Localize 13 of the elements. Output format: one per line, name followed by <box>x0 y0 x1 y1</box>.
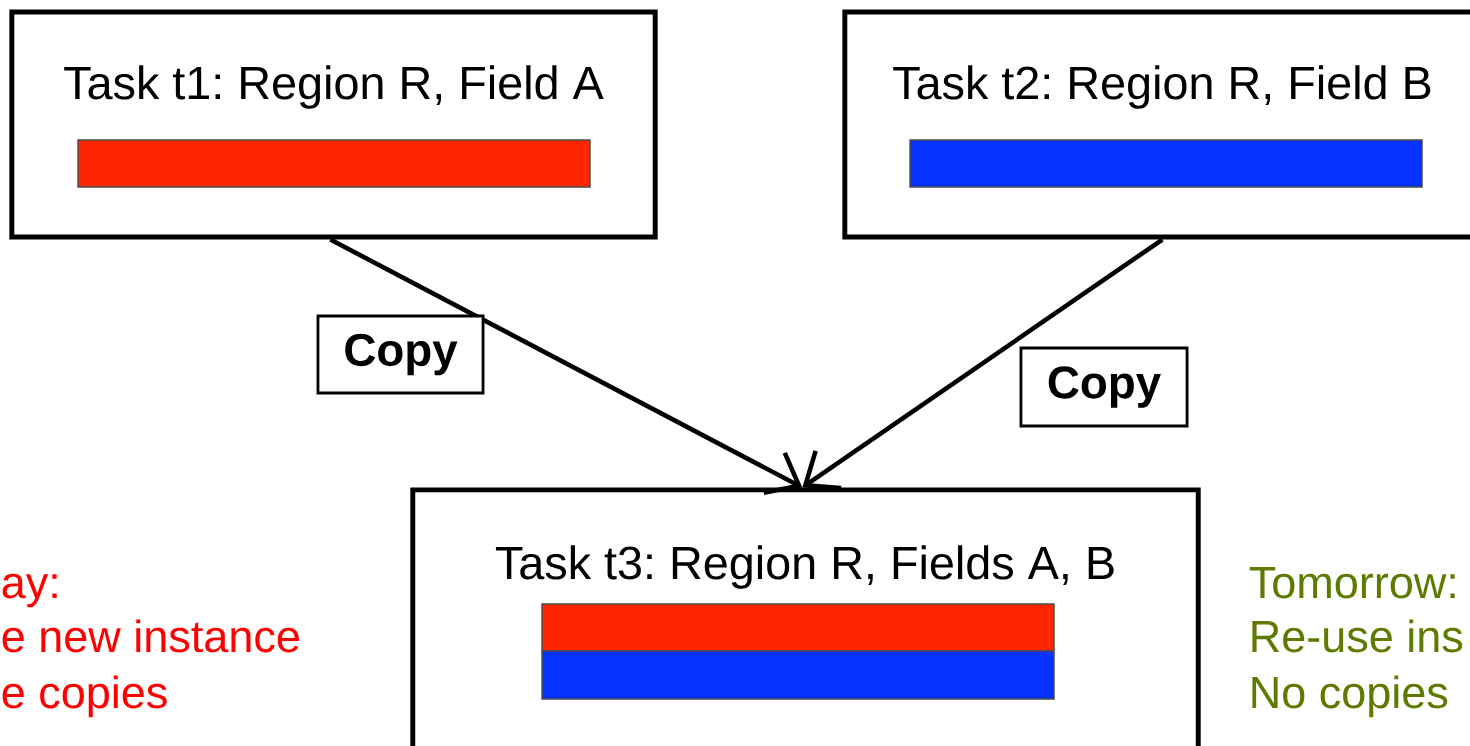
note-text: Re-use ins <box>1252 619 1463 653</box>
task-box: Task t2: Region R, Field B <box>842 9 1470 240</box>
note-text: e copies <box>2 675 167 718</box>
note-text: ay: <box>2 573 57 608</box>
note-text: e new instance <box>2 619 299 653</box>
task-box: Task t3: Region R, Fields A, B <box>410 487 1201 746</box>
arrow <box>329 237 803 495</box>
arrow <box>802 237 1164 491</box>
note-text: Tomorrow: <box>1249 567 1455 599</box>
note-text: No copies <box>1252 675 1448 718</box>
task-box: Task t1: Region R, Field A <box>9 9 658 240</box>
edge-label: Copy <box>1019 346 1189 428</box>
edge-label: Copy <box>316 314 485 395</box>
